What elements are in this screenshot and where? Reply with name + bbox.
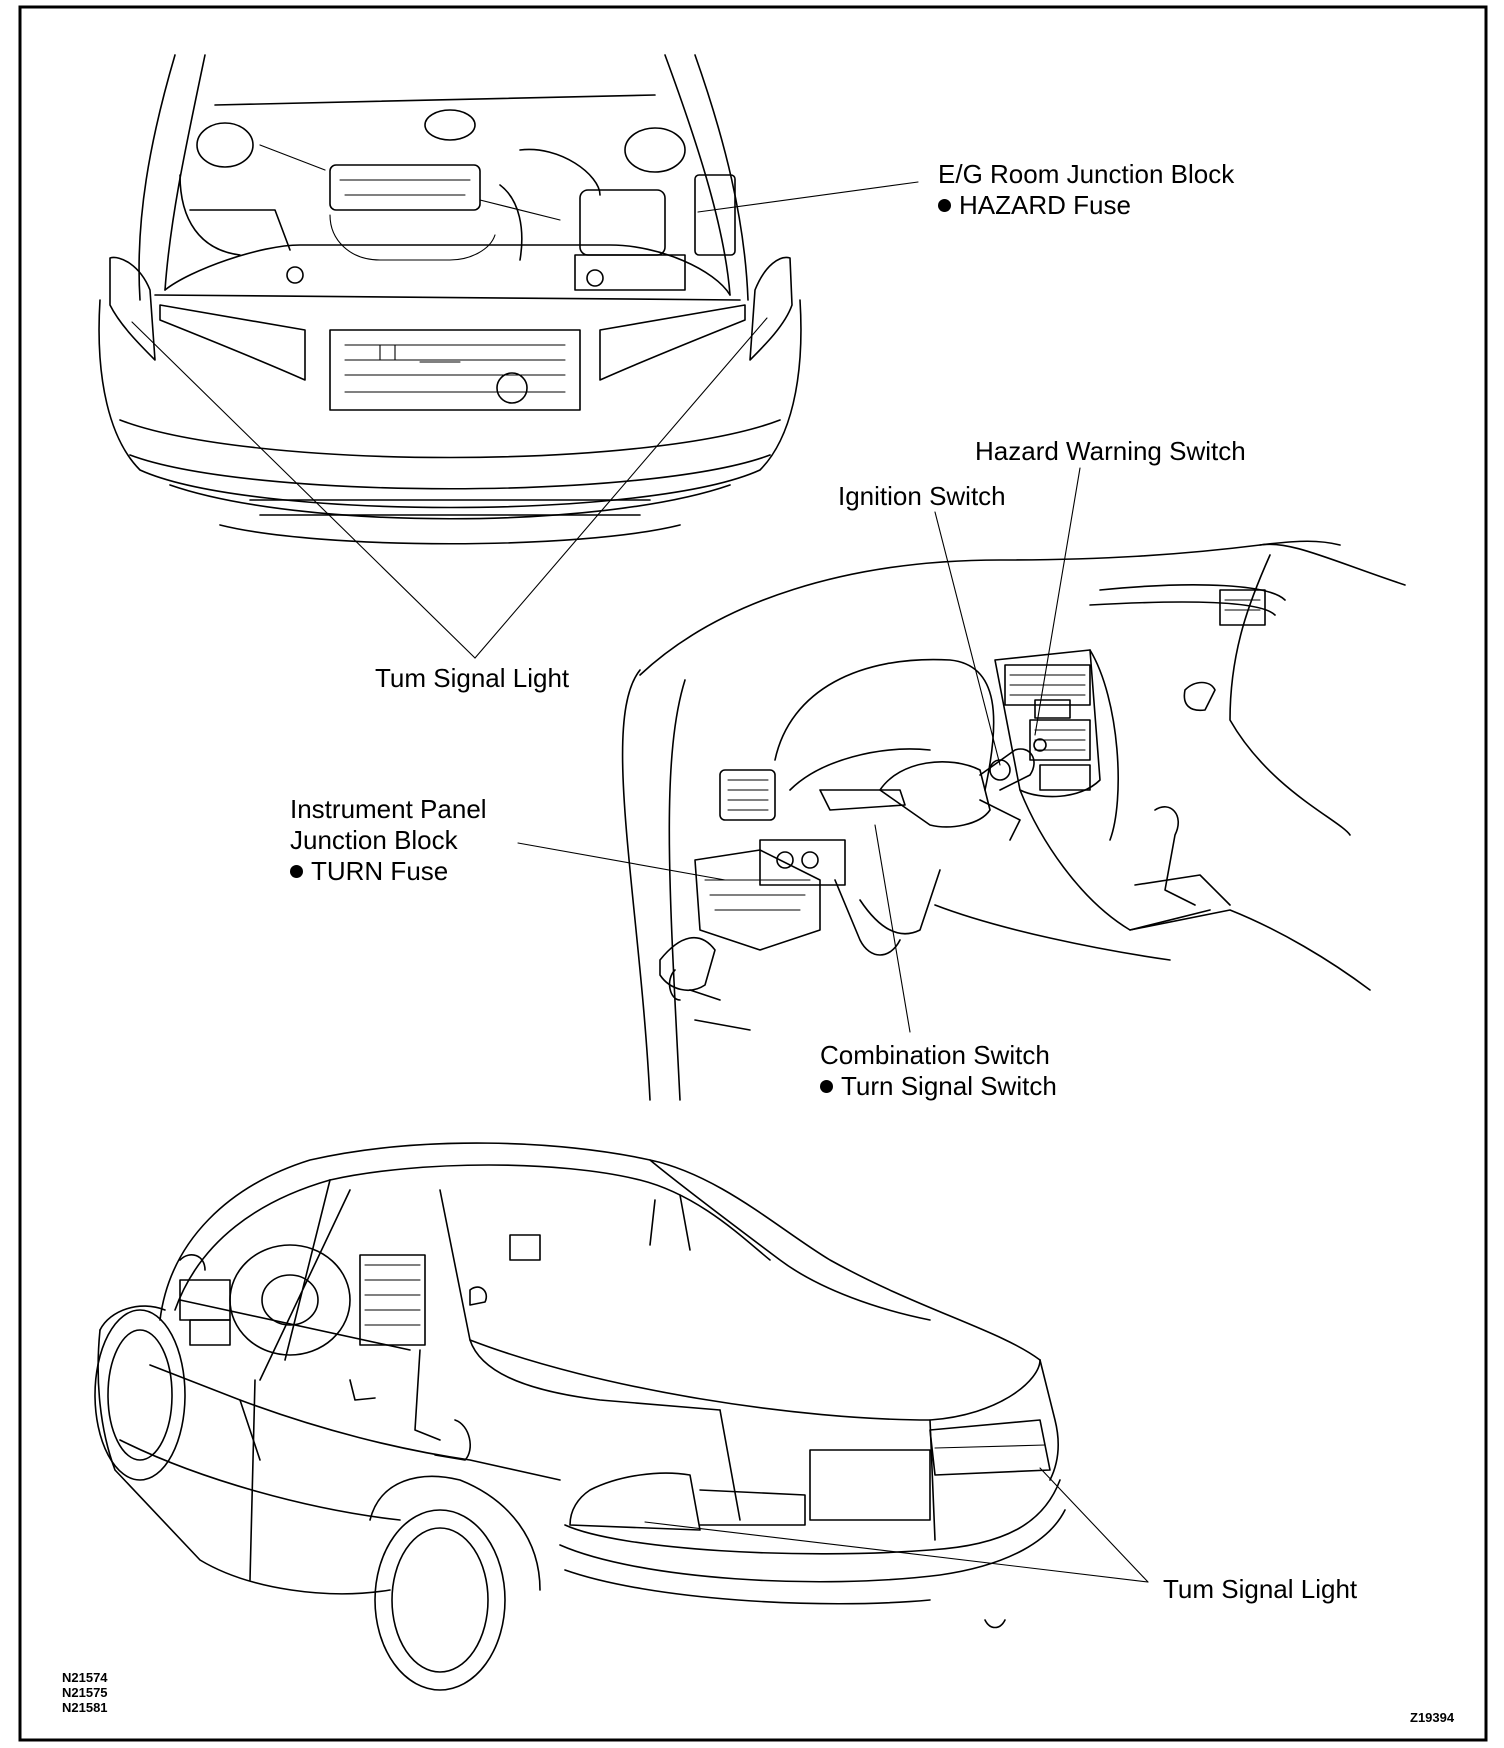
leader-eg-junction-block bbox=[697, 181, 919, 213]
turn-fuse-text: TURN Fuse bbox=[311, 856, 449, 886]
leader-instrument-panel-jb bbox=[517, 842, 726, 881]
rear-car-illustration bbox=[94, 1142, 1066, 1691]
leader-combination-switch bbox=[874, 824, 911, 1033]
leader-lines bbox=[131, 181, 1149, 1583]
eg-junction-block-label: E/G Room Junction Block HAZARD Fuse bbox=[938, 159, 1234, 221]
code-1: N21574 bbox=[62, 1670, 108, 1685]
leader-front-turn-light-right bbox=[474, 317, 768, 659]
hazard-fuse-item: HAZARD Fuse bbox=[938, 190, 1234, 221]
bullet-icon bbox=[938, 199, 951, 212]
diagram-frame bbox=[18, 5, 1488, 1742]
instrument-panel-line1: Instrument Panel bbox=[290, 794, 487, 824]
turn-signal-switch-text: Turn Signal Switch bbox=[841, 1071, 1057, 1101]
hazard-fuse-text: HAZARD Fuse bbox=[959, 190, 1131, 220]
eg-junction-block-title: E/G Room Junction Block bbox=[938, 159, 1235, 189]
combination-switch-title: Combination Switch bbox=[820, 1040, 1050, 1070]
bullet-icon bbox=[290, 865, 303, 878]
leader-front-turn-light-left bbox=[131, 321, 476, 659]
hazard-warning-switch-label: Hazard Warning Switch bbox=[975, 436, 1246, 466]
ignition-switch-label: Ignition Switch bbox=[838, 481, 1006, 511]
turn-fuse-item: TURN Fuse bbox=[290, 856, 487, 887]
rear-turn-signal-light-label: Tum Signal Light bbox=[1163, 1574, 1358, 1604]
combination-switch-label: Combination Switch Turn Signal Switch bbox=[820, 1040, 1057, 1102]
bullet-icon bbox=[820, 1080, 833, 1093]
code-2: N21575 bbox=[62, 1685, 108, 1700]
instrument-panel-line2: Junction Block bbox=[290, 825, 458, 855]
leader-rear-turn-light-left bbox=[644, 1521, 1149, 1583]
instrument-panel-junction-block-label: Instrument Panel Junction Block TURN Fus… bbox=[290, 794, 487, 887]
leader-hazard-warning-switch bbox=[1034, 467, 1081, 736]
front-car-illustration bbox=[98, 54, 802, 545]
leader-ignition-switch bbox=[934, 511, 1001, 766]
front-turn-signal-light-label: Tum Signal Light bbox=[375, 663, 570, 693]
leader-rear-turn-light-right bbox=[1039, 1467, 1149, 1583]
turn-signal-switch-item: Turn Signal Switch bbox=[820, 1071, 1057, 1102]
code-3: N21581 bbox=[62, 1700, 108, 1715]
figure-code-right: Z19394 bbox=[1410, 1710, 1455, 1725]
reference-codes-left: N21574 N21575 N21581 bbox=[62, 1670, 108, 1715]
dashboard-illustration bbox=[621, 540, 1406, 1101]
